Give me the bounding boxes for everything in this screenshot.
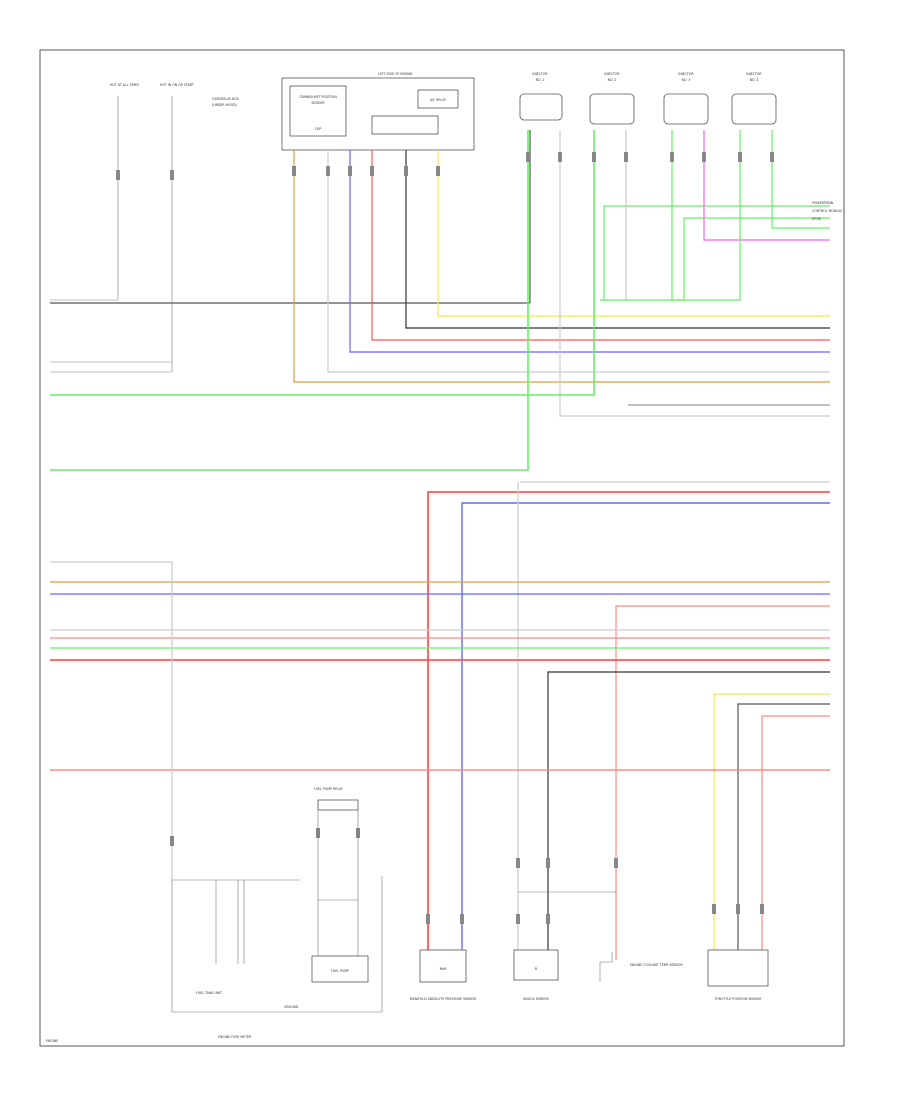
svg-text:NO. 1: NO. 1 (536, 78, 545, 82)
fuel-pump-label: FUEL PUMP (331, 969, 349, 973)
wires-top (50, 130, 830, 471)
ect-sensor-caption: ENGINE COOLANT TEMP SENSOR (630, 963, 683, 967)
svg-text:MAP: MAP (440, 967, 447, 971)
fuse-label-d: (UNDER HOOD) (212, 103, 237, 107)
svg-text:INJECTOR: INJECTOR (532, 72, 548, 76)
wires-middle (50, 481, 830, 960)
connector-pins (116, 152, 774, 924)
bottom-left-components: FUEL TANK UNIT GROUND FUEL PUMP RELAY FU… (171, 787, 383, 1039)
svg-text:(PCM): (PCM) (812, 217, 821, 221)
bottom-sensors: MAP MANIFOLD ABSOLUTE PRESSURE SENSOR B … (410, 891, 769, 1001)
fuse-label-a: HOT AT ALL TIMES (110, 83, 139, 87)
svg-text:B: B (535, 967, 537, 971)
tp-sensor: THROTTLE POSITION SENSOR (707, 949, 769, 1001)
knock-sensor: B KNOCK SENSOR (513, 891, 616, 1001)
ckp-label-2: SENSOR (311, 101, 325, 105)
svg-text:INJECTOR: INJECTOR (678, 72, 694, 76)
tp-sensor-caption: THROTTLE POSITION SENSOR (713, 997, 762, 1001)
ground-label: GROUND (284, 1005, 299, 1009)
injector-1: INJECTOR NO. 1 (519, 72, 563, 121)
ect-sensor: ENGINE COOLANT TEMP SENSOR (599, 952, 683, 982)
svg-text:NO. 4: NO. 4 (750, 78, 759, 82)
svg-text:CONTROL MODULE: CONTROL MODULE (812, 209, 842, 213)
fuel-tank-unit-label: FUEL TANK UNIT (196, 991, 222, 995)
svg-text:INJECTOR: INJECTOR (746, 72, 762, 76)
injector-4: INJECTOR NO. 4 (731, 72, 777, 125)
top-center-module: LEFT SIDE OF ENGINE CRANKSHAFT POSITION … (281, 72, 475, 151)
engine-fuse-meter-caption: ENGINE FUSE METER (218, 1035, 252, 1039)
injector-3: INJECTOR NO. 3 (663, 72, 709, 125)
injector-group: INJECTOR NO. 1 INJECTOR NO. 2 INJECTOR N… (519, 72, 777, 125)
fuel-pump-relay-label: FUEL PUMP RELAY (314, 787, 343, 791)
ckp-label-3: CKP (315, 127, 321, 131)
fuse-label-b: HOT IN ON OR START (160, 83, 194, 87)
injector-2: INJECTOR NO. 2 (589, 72, 635, 125)
pcm-labels: POWERTRAIN CONTROL MODULE (PCM) (812, 201, 842, 221)
diagram-frame (39, 49, 845, 1047)
map-sensor: MAP MANIFOLD ABSOLUTE PRESSURE SENSOR (410, 949, 477, 1001)
fuse-relay-box-labels: HOT AT ALL TIMES HOT IN ON OR START FUSE… (110, 83, 240, 372)
page-reference: ENGINE (46, 1039, 58, 1043)
af-relay-label: A/F RELAY (430, 98, 446, 102)
svg-text:INJECTOR: INJECTOR (604, 72, 620, 76)
svg-text:NO. 3: NO. 3 (682, 78, 691, 82)
svg-text:POWERTRAIN: POWERTRAIN (812, 201, 834, 205)
top-module-title: LEFT SIDE OF ENGINE (378, 72, 413, 76)
knock-sensor-caption: KNOCK SENSOR (523, 997, 549, 1001)
map-sensor-caption: MANIFOLD ABSOLUTE PRESSURE SENSOR (410, 997, 477, 1001)
fuse-label-c: FUSE/RELAY BOX (212, 97, 240, 101)
svg-text:NO. 2: NO. 2 (608, 78, 617, 82)
ckp-label-1: CRANKSHAFT POSITION (299, 95, 337, 99)
